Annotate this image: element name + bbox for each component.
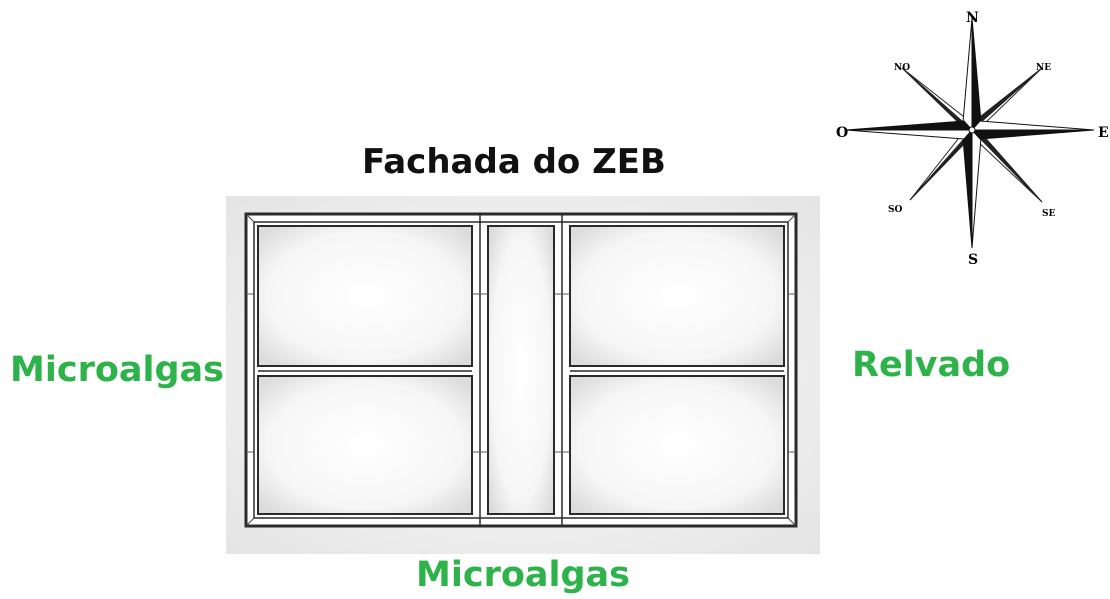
room-northeast bbox=[569, 225, 785, 367]
compass-south-letter: S bbox=[968, 252, 978, 268]
compass-rose: N S E O NO NE SO SE bbox=[836, 10, 1109, 268]
compass-northeast-letters: NE bbox=[1036, 63, 1051, 73]
compass-east-letter: E bbox=[1098, 125, 1109, 141]
compass-southwest-letters: SO bbox=[888, 205, 902, 215]
corridor bbox=[487, 225, 555, 515]
compass-north-letter: N bbox=[966, 10, 979, 26]
south-side-label: Microalgas bbox=[416, 555, 630, 595]
diagram-title: Fachada do ZEB bbox=[362, 142, 666, 182]
room-southeast bbox=[569, 375, 785, 515]
west-side-label: Microalgas bbox=[10, 350, 224, 390]
compass-southeast-letters: SE bbox=[1042, 209, 1055, 219]
floor-plan bbox=[244, 212, 798, 528]
compass-west-letter: O bbox=[836, 125, 848, 141]
room-northwest bbox=[257, 225, 473, 367]
compass-cardinal-points bbox=[845, 17, 1095, 249]
room-southwest bbox=[257, 375, 473, 515]
east-side-label: Relvado bbox=[852, 345, 1011, 385]
wall-corners bbox=[245, 213, 797, 527]
compass-northwest-letters: NO bbox=[894, 63, 910, 73]
partition-walls bbox=[258, 214, 784, 526]
inner-wall-outline bbox=[253, 221, 789, 519]
compass-intercardinal-points bbox=[901, 67, 1043, 203]
wall-joints bbox=[246, 293, 796, 453]
